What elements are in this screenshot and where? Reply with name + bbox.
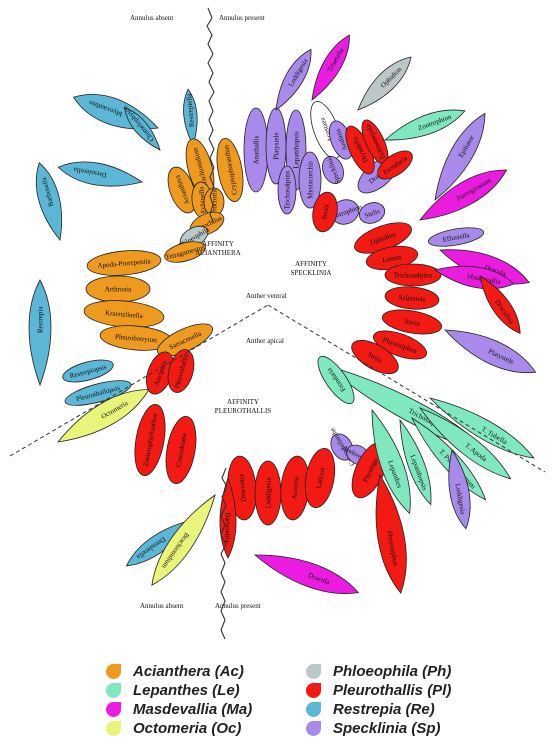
- masdevallia-drop-trisetella: Trisetella: [304, 31, 357, 105]
- annulus-present-bottom: Annulus present: [215, 602, 261, 610]
- legend-label: Masdevallia (Ma): [133, 701, 252, 718]
- legend-swatch: [306, 683, 321, 698]
- restrepia-drop-dresslerella: Dresslerella: [56, 156, 144, 192]
- annulus-absent-bottom: Annulus absent: [140, 602, 183, 610]
- legend-item: Acianthera (Ac): [106, 662, 244, 680]
- legend-swatch: [106, 702, 121, 717]
- pleurothallis-bottom-5-label: Loddigesia: [265, 477, 273, 509]
- specklinia-stelis: Stelis: [356, 199, 387, 227]
- acianthera-arthrosia: Arthrosia: [86, 276, 150, 302]
- pleurothallis-right-6-label: Trichosalpinx: [394, 272, 433, 280]
- specklinia-trichosalpinx: Trichosalpinx: [278, 166, 296, 214]
- restrepia-drop-barbosella: Barbosella: [29, 160, 70, 243]
- annulus-absent-top: Annulus absent: [130, 14, 173, 22]
- pleurothallis-bottom-2: Zosterophyllanthos: [130, 402, 170, 478]
- specklinia-mystacorchis-label: Mystacorchis: [307, 161, 315, 199]
- specklinia-trichosalpinx-label: Trichosalpinx: [284, 170, 292, 209]
- masdevallia-drop-dracula-bottom: Dracula: [251, 544, 362, 604]
- legend-swatch: [306, 702, 321, 717]
- legend-label: Restrepia (Re): [333, 701, 435, 718]
- legend-item: Pleurothallis (Pl): [306, 681, 451, 699]
- restrepia-drop-restrepia: Restrepia: [29, 280, 51, 385]
- legend-item: Restrepia (Re): [306, 700, 435, 718]
- affinity-specklinia-line2: SPECKLINIA: [291, 269, 332, 277]
- phloeophila-drop-ophidion: Ophidion: [351, 50, 417, 116]
- affinity-pleurothallis-line1: AFFINITY: [227, 398, 259, 406]
- specklinia-drop-platystele: Platystele: [440, 319, 541, 383]
- legend-swatch: [106, 683, 121, 698]
- specklinia-anathallis-label: Anathallis: [253, 135, 261, 164]
- pleurothallis-drop-barbrodria-label: Barbrodria: [224, 512, 232, 543]
- acianthera-apoda: Apoda-Prorepentia: [86, 248, 162, 278]
- anther-apical-label: Anther apical: [246, 337, 284, 345]
- legend-label: Phloeophila (Ph): [333, 663, 451, 680]
- specklinia-anathallis: Anathallis: [244, 108, 268, 192]
- restrepia-drop-restrepiella-label: Restrepiella: [185, 92, 196, 127]
- legend-swatch: [306, 721, 321, 736]
- lepanthes-drop-zootrophion: Zootrophion: [382, 102, 468, 149]
- specklinia-drop-anathallis: Loddigesia: [268, 45, 318, 114]
- legend-swatch: [106, 664, 121, 679]
- legend-item: Masdevallia (Ma): [106, 700, 252, 718]
- affinity-pleurothallis-line2: PLEUROTHALLIS: [215, 407, 271, 415]
- affinity-acianthera-line2: ACIANTHERA: [195, 249, 241, 257]
- specklinia-lepanthopsis-label: Lepanthopsis: [293, 131, 301, 169]
- legend-label: Octomeria (Oc): [133, 720, 241, 737]
- acianthera-arthrosia-label: Arthrosia: [105, 286, 132, 294]
- affinity-acianthera-line1: AFFINITY: [202, 240, 234, 248]
- legend-item: Specklinia (Sp): [306, 719, 441, 737]
- petal-layer: MyoxanthusRestrepiellaChamelophytonDress…: [29, 31, 541, 604]
- pleurothallis-right-7: Salpistele: [384, 285, 440, 312]
- legend-item: Octomeria (Oc): [106, 719, 241, 737]
- legend-item: Lepanthes (Le): [106, 681, 240, 699]
- specklinia-effusiella: Effusiella: [427, 224, 485, 249]
- legend-label: Pleurothallis (Pl): [333, 682, 451, 699]
- restrepia-drop-restrepia-label: Restrepia: [37, 306, 45, 333]
- affinity-specklinia-line1: AFFINITY: [295, 260, 327, 268]
- pleurothallis-bottom-3: Colombiana: [161, 414, 200, 486]
- legend-item: Phloeophila (Ph): [306, 662, 451, 680]
- masdevallia-drop-dracula-bottom-shape: [251, 544, 362, 604]
- pleurothallis-right-6: Trichosalpinx: [385, 264, 441, 286]
- legend: Acianthera (Ac) Lepanthes (Le) Masdevallia…: [100, 662, 520, 740]
- legend-label: Acianthera (Ac): [133, 663, 244, 680]
- anther-ventral-label: Anther ventral: [246, 292, 287, 300]
- restrepia-drop-restrepiella: Restrepiella: [182, 89, 200, 146]
- legend-label: Specklinia (Sp): [333, 720, 441, 737]
- specklinia-platystele-label: Platystele: [273, 132, 281, 159]
- pleurothallis-bottom-5: Loddigesia: [255, 461, 281, 525]
- genera-affinity-diagram: MyoxanthusRestrepiellaChamelophytonDress…: [0, 0, 557, 660]
- annulus-present-top: Annulus present: [219, 14, 265, 22]
- legend-swatch: [106, 721, 121, 736]
- legend-swatch: [306, 664, 321, 679]
- legend-label: Lepanthes (Le): [133, 682, 240, 699]
